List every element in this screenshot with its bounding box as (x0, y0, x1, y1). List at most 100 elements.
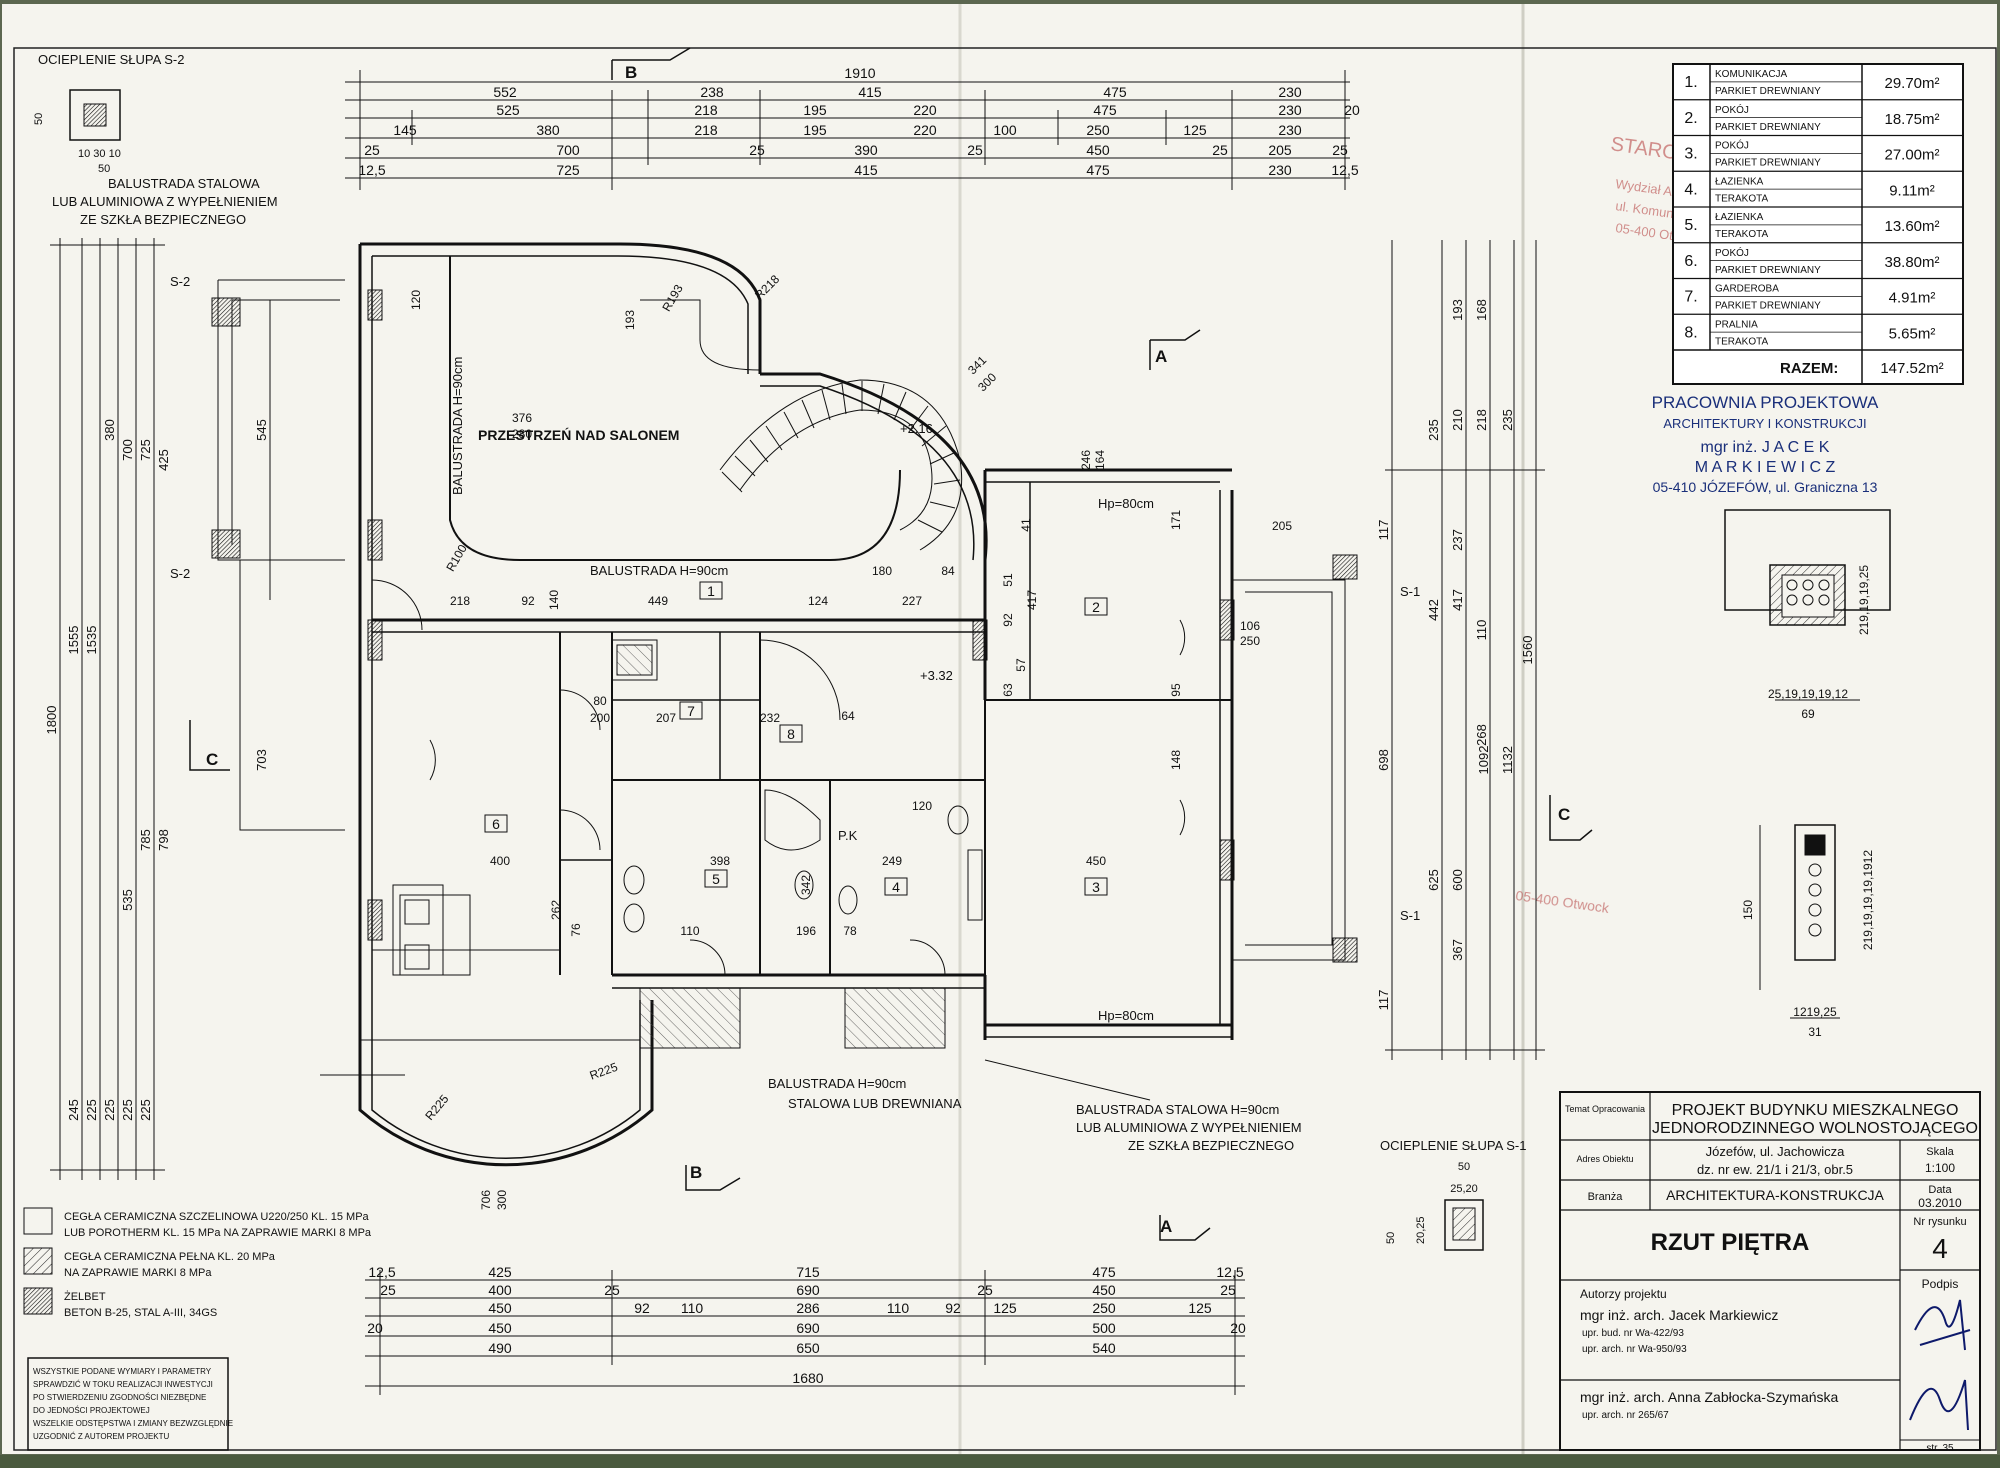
svg-text:225: 225 (84, 1099, 99, 1121)
dim: 450 (1086, 142, 1110, 158)
room-number-5: 5 (712, 871, 720, 887)
dim: 690 (796, 1320, 820, 1336)
svg-text:25,19,19,19,12: 25,19,19,19,12 (1768, 687, 1848, 701)
s2-column-detail: 50 10 30 10 50 (33, 89, 121, 175)
dim: 725 (556, 162, 580, 178)
svg-text:219,19,19,25: 219,19,19,25 (1857, 565, 1871, 635)
svg-text:69: 69 (1801, 707, 1815, 721)
area-total-label: RAZEM: (1780, 360, 1838, 377)
svg-text:205: 205 (1272, 519, 1292, 533)
svg-text:106: 106 (1240, 619, 1260, 633)
section-marker-labels: B B A A C C (206, 63, 1570, 1236)
firm-person-2: M A R K I E W I C Z (1695, 459, 1836, 476)
dim: 145 (393, 122, 417, 138)
svg-text:STALOWA LUB DREWNIANA: STALOWA LUB DREWNIANA (788, 1096, 962, 1111)
dim: 230 (1268, 162, 1292, 178)
dim: 195 (803, 102, 827, 118)
svg-text:ŻELBET: ŻELBET (64, 1290, 106, 1303)
dim: 490 (488, 1340, 512, 1356)
area-row-floor: PARKIET DREWNIANY (1715, 122, 1821, 133)
area-row-floor: PARKIET DREWNIANY (1715, 158, 1821, 169)
column-detail-mid-right (1759, 824, 1840, 1019)
svg-text:SPRAWDZIĆ W TOKU REALIZACJI IN: SPRAWDZIĆ W TOKU REALIZACJI INWESTYCJI (33, 1380, 213, 1389)
svg-text:698: 698 (1376, 749, 1391, 771)
bathroom-fixtures (399, 639, 983, 976)
area-row-value: 9.11m² (1889, 182, 1935, 199)
area-row-value: 5.65m² (1889, 325, 1936, 342)
area-row-number: 8. (1684, 324, 1697, 341)
terraces (217, 279, 1346, 1049)
dim: 110 (681, 1300, 704, 1316)
area-row-name: POKÓJ (1715, 246, 1749, 259)
dim: 475 (1093, 102, 1117, 118)
svg-text:249: 249 (882, 854, 902, 868)
svg-text:92: 92 (521, 594, 535, 608)
s1-column-detail: 50 25,20 50 20,25 (1385, 1161, 1484, 1251)
room-number-6: 6 (492, 816, 500, 832)
dim: 400 (488, 1282, 512, 1298)
svg-text:S-1: S-1 (1400, 908, 1420, 923)
column-tags: S-2 S-2 S-1 S-1 (170, 274, 1420, 923)
svg-text:449: 449 (648, 594, 668, 608)
dim: 238 (700, 84, 724, 100)
dim: 195 (803, 122, 827, 138)
room-number-7: 7 (687, 703, 695, 719)
svg-text:upr. arch. nr Wa-950/93: upr. arch. nr Wa-950/93 (1582, 1344, 1687, 1355)
svg-text:207: 207 (656, 711, 676, 725)
dim: 500 (1092, 1320, 1116, 1336)
svg-text:Autorzy projektu: Autorzy projektu (1580, 1287, 1667, 1301)
room-number-3: 3 (1092, 879, 1100, 895)
staircase (640, 299, 963, 551)
svg-text:S-1: S-1 (1400, 584, 1420, 599)
dim: 205 (1268, 142, 1292, 158)
area-row-value: 38.80m² (1884, 254, 1939, 271)
dim: 25 (604, 1282, 620, 1298)
dim: 230 (1278, 84, 1302, 100)
dim: 700 (556, 142, 580, 158)
svg-text:545: 545 (254, 419, 269, 441)
dim: 552 (493, 84, 517, 100)
svg-text:NA ZAPRAWIE MARKI 8 MPa: NA ZAPRAWIE MARKI 8 MPa (64, 1267, 212, 1279)
level-332-label: +3.32 (920, 668, 953, 683)
dim: 650 (796, 1340, 820, 1356)
svg-text:S-2: S-2 (170, 274, 190, 289)
svg-text:51: 51 (1001, 573, 1015, 587)
svg-text:1555: 1555 (66, 626, 81, 655)
svg-text:LUB ALUMINIOWA Z WYPEŁNIENIEM: LUB ALUMINIOWA Z WYPEŁNIENIEM (1076, 1120, 1302, 1135)
svg-text:WSZELKIE ODSTĘPSTWA I ZMIANY B: WSZELKIE ODSTĘPSTWA I ZMIANY BEZWZGLĘDNI… (33, 1419, 233, 1428)
right-dimension-texts: 1560 1132 1092 698 442 417 625 600 367 2… (1376, 299, 1535, 1010)
dim: 690 (796, 1282, 820, 1298)
column-detail-top-right-text: 25,19,19,19,12 69 219,19,19,25 (1768, 565, 1871, 721)
svg-text:245: 245 (66, 1099, 81, 1121)
dim: 220 (913, 102, 937, 118)
svg-text:425: 425 (156, 449, 171, 471)
dim: 92 (945, 1300, 961, 1316)
svg-text:193: 193 (623, 310, 637, 330)
svg-text:120: 120 (409, 290, 423, 310)
svg-text:1092: 1092 (1476, 746, 1491, 775)
svg-text:280: 280 (512, 427, 532, 441)
section-c-right: C (1558, 805, 1570, 824)
svg-text:DO JEDNOŚCI PROJEKTOWEJ: DO JEDNOŚCI PROJEKTOWEJ (33, 1406, 150, 1415)
svg-text:92: 92 (1001, 613, 1015, 627)
svg-text:535: 535 (120, 889, 135, 911)
dim: 20 (1230, 1320, 1246, 1336)
left-dimension-texts: 1800 1555 1535 785 798 425 545 703 380 7… (44, 419, 269, 1121)
balustrada-label: BALUSTRADA H=90cm (590, 563, 728, 578)
dim: 286 (796, 1300, 820, 1316)
section-b-top: B (625, 63, 637, 82)
dim: 540 (1092, 1340, 1116, 1356)
section-b-bottom: B (690, 1163, 702, 1182)
svg-text:706: 706 (479, 1190, 493, 1210)
svg-text:148: 148 (1169, 750, 1183, 770)
dim: 92 (634, 1300, 650, 1316)
svg-text:10 30 10: 10 30 10 (78, 148, 121, 160)
area-row-name: ŁAZIENKA (1715, 176, 1764, 187)
dim: 390 (854, 142, 878, 158)
svg-text:150: 150 (1741, 900, 1755, 920)
svg-text:03.2010: 03.2010 (1918, 1196, 1962, 1210)
area-row-value: 4.91m² (1889, 290, 1936, 307)
svg-text:210: 210 (1450, 409, 1465, 431)
